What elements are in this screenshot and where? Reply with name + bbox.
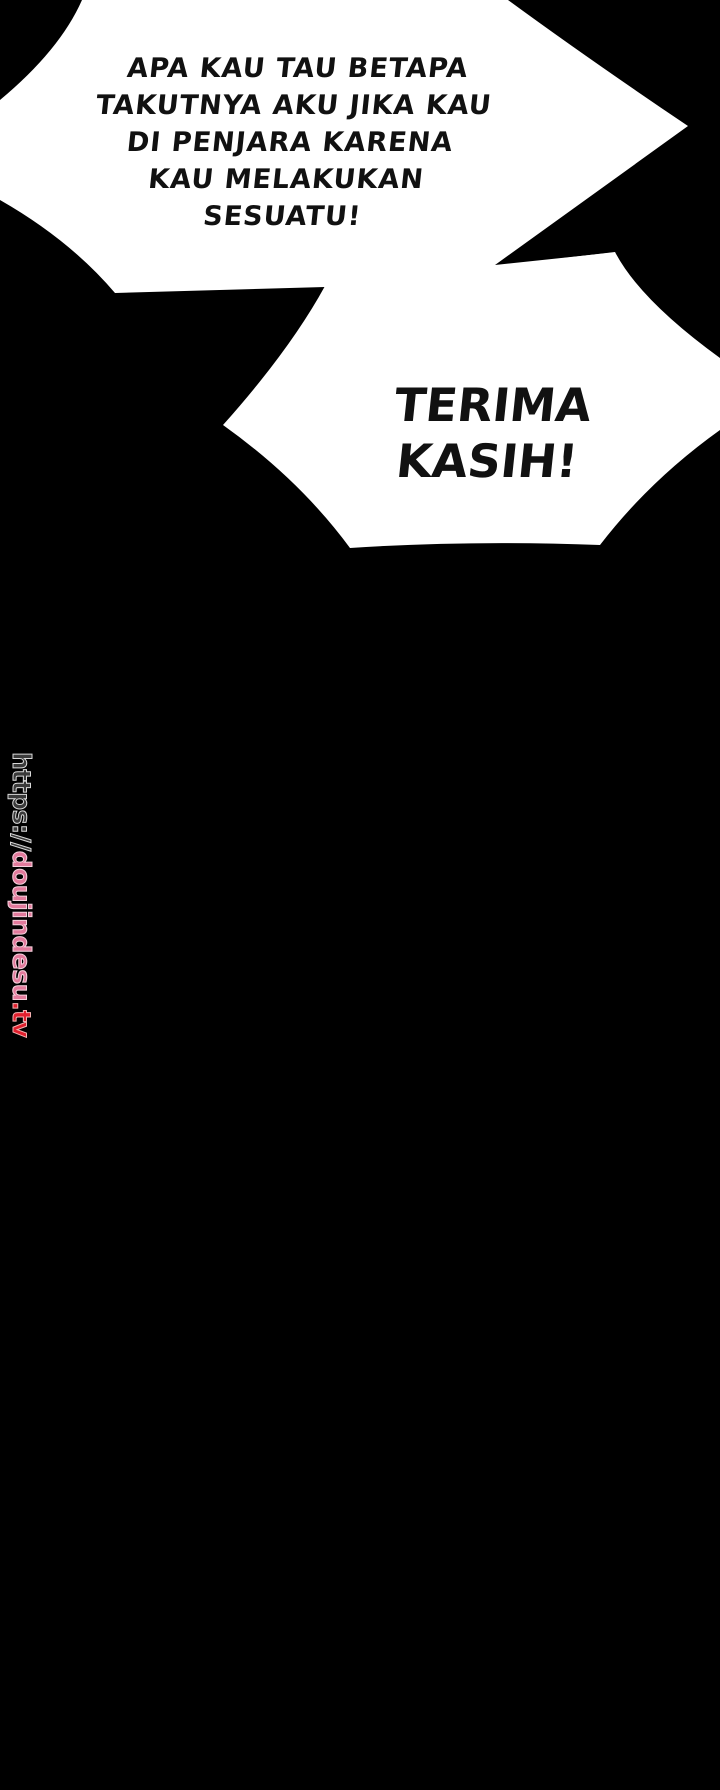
watermark-protocol: https:// bbox=[7, 752, 37, 852]
speech-bubble-2-shape bbox=[223, 252, 720, 548]
speech-bubble-shapes bbox=[0, 0, 720, 548]
bubble-1-line-5: SESUATU! bbox=[201, 201, 363, 232]
watermark-url: https://doujindesu.tv bbox=[6, 752, 37, 1038]
bubble-1-line-3: DI PENJARA KARENA bbox=[125, 127, 455, 158]
speech-bubble-1-text: APA KAU TAU BETAPA TAKUTNYA AKU JIKA KAU… bbox=[60, 50, 519, 235]
speech-bubble-2-text: TERIMA KASIH! bbox=[391, 378, 595, 488]
bubble-1-line-1: APA KAU TAU BETAPA bbox=[125, 53, 470, 84]
watermark-tld: .tv bbox=[7, 1001, 37, 1038]
watermark-domain: doujindesu bbox=[7, 850, 37, 1002]
bubble-1-line-2: TAKUTNYA AKU JIKA KAU bbox=[94, 90, 494, 121]
watermark: https://doujindesu.tv bbox=[6, 752, 37, 1042]
bubble-1-line-4: KAU MELAKUKAN bbox=[146, 164, 426, 195]
speech-bubble-1-shape bbox=[0, 0, 688, 293]
